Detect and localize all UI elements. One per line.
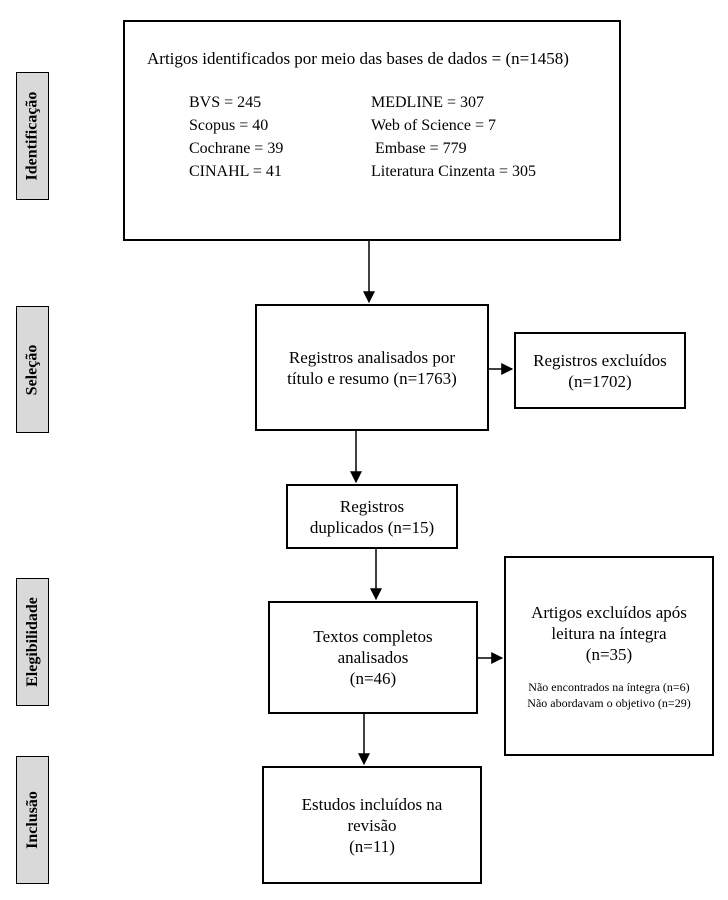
screening-box: Registros analisados por título e resumo… [255, 304, 489, 431]
identification-title: Artigos identificados por meio das bases… [147, 49, 569, 68]
fulltext-excluded-box: Artigos excluídos após leitura na íntegr… [504, 556, 714, 756]
database-item: CINAHL = 41 [189, 163, 282, 180]
included-box: Estudos incluídos na revisão (n=11) [262, 766, 482, 884]
included-line: (n=11) [349, 836, 395, 856]
database-item: Embase = 779 [375, 140, 467, 157]
fulltext-excluded-line: Artigos excluídos após [531, 602, 687, 622]
excluded-records-box: Registros excluídos (n=1702) [514, 332, 686, 409]
database-item: Cochrane = 39 [189, 140, 284, 157]
duplicates-line: Registros [339, 496, 405, 516]
fulltext-box: Textos completos analisados (n=46) [268, 601, 478, 714]
included-line: Estudos incluídos na [301, 794, 443, 814]
fulltext-excluded-line: leitura na íntegra [551, 623, 667, 643]
database-item: Literatura Cinzenta = 305 [371, 163, 536, 180]
database-item: Scopus = 40 [189, 117, 269, 134]
excluded-line: (n=1702) [568, 371, 632, 391]
exclusion-reason: Não encontrados na íntegra (n=6) Não abo… [527, 679, 690, 711]
fulltext-line: analisados [337, 648, 409, 667]
fulltext-line: Textos completos [313, 627, 433, 646]
exclusion-reason-not-found: Não encontrados na íntegra (n=6) [528, 679, 690, 694]
identification-box: Artigos identificados por meio das bases… [123, 20, 621, 241]
exclusion-reason-off-objective: Não abordavam o objetivo (n=29) [527, 695, 691, 710]
database-item: MEDLINE = 307 [371, 94, 485, 111]
duplicates-line: duplicados (n=15) [309, 517, 435, 537]
screening-line: Registros analisados por [288, 347, 456, 367]
excluded-line: Registros excluídos [533, 350, 667, 370]
fulltext-excluded-line: (n=35) [585, 644, 633, 664]
phase-label-identificacao: Identificação [16, 72, 49, 200]
phase-label-elegibilidade: Elegibilidade [16, 578, 49, 706]
phase-label-inclusao: Inclusão [16, 756, 49, 884]
fulltext-line: (n=46) [349, 669, 397, 688]
database-list: BVS = 245 MEDLINE = 307 Scopus = 40 Web … [189, 92, 571, 183]
duplicates-box: Registros duplicados (n=15) [286, 484, 458, 549]
included-line: revisão [347, 815, 397, 835]
database-item: Web of Science = 7 [371, 117, 497, 134]
phase-label-selecao: Seleção [16, 306, 49, 433]
database-item: BVS = 245 [189, 94, 262, 111]
screening-line: título e resumo (n=1763) [287, 368, 457, 388]
